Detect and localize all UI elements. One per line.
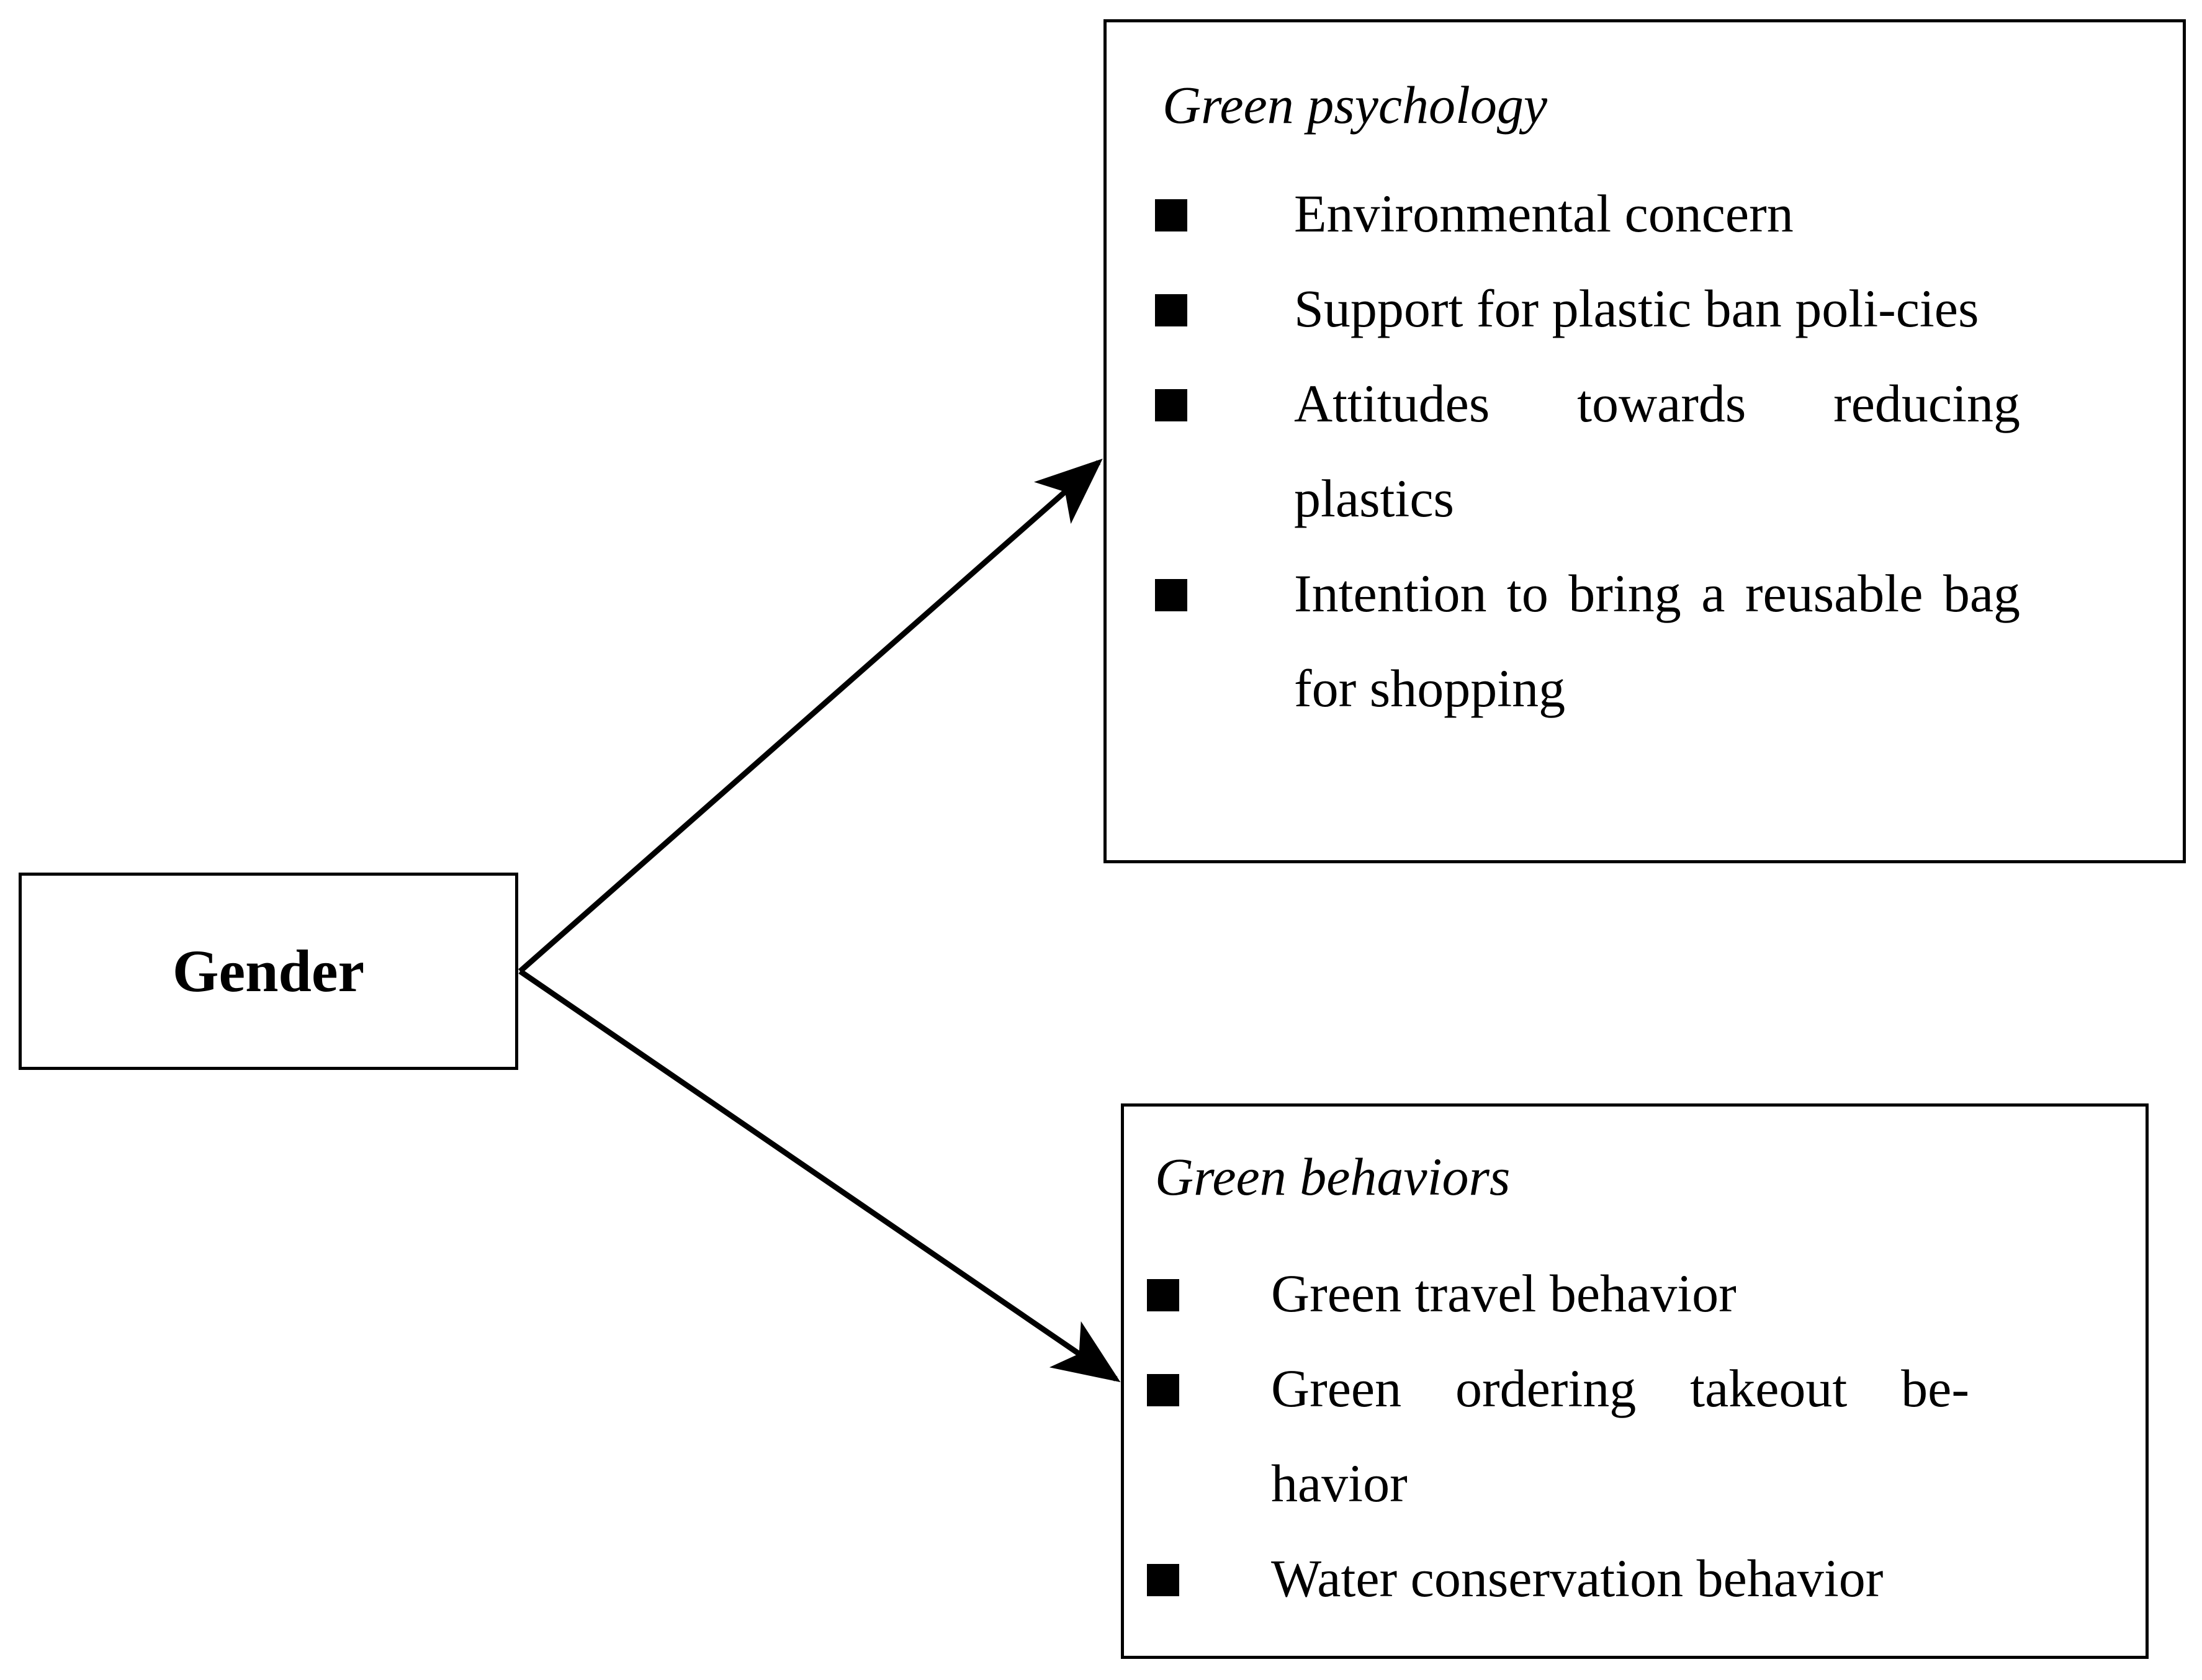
green-behaviors-box: Green behaviors Green travel behavior Gr… <box>1121 1103 2149 1659</box>
list-item-text: Support for plastic ban poli-cies <box>1294 279 1979 338</box>
list-item-text: Environmental concern <box>1294 184 1794 243</box>
list-item-text: Intention to bring a reusable bag for sh… <box>1294 564 2020 718</box>
square-bullet-icon <box>1155 199 1187 231</box>
green-behaviors-title: Green behaviors <box>1155 1147 1511 1206</box>
green-psychology-title: Green psychology <box>1162 75 1548 135</box>
list-item-text: Green ordering takeout be-havior <box>1271 1359 1969 1513</box>
list-item: Green travel behavior <box>1147 1246 1969 1341</box>
list-item: Intention to bring a reusable bag for sh… <box>1155 546 2020 736</box>
list-item-text: Attitudes towards reducing plastics <box>1294 374 2020 528</box>
arrow-to-green-psychology <box>518 459 1103 974</box>
square-bullet-icon <box>1147 1564 1179 1596</box>
list-item: Support for plastic ban poli-cies <box>1155 261 2020 356</box>
green-behaviors-list: Green travel behavior Green ordering tak… <box>1147 1246 1969 1626</box>
list-item: Attitudes towards reducing plastics <box>1155 356 2020 546</box>
list-item-text: Green travel behavior <box>1271 1264 1737 1323</box>
gender-label: Gender <box>172 938 365 1004</box>
square-bullet-icon <box>1155 294 1187 326</box>
list-item: Green ordering takeout be-havior <box>1147 1341 1969 1531</box>
list-item: Environmental concern <box>1155 166 2020 261</box>
square-bullet-icon <box>1147 1279 1179 1311</box>
list-item: Water conservation behavior <box>1147 1531 1969 1626</box>
list-item-text: Water conservation behavior <box>1271 1548 1884 1608</box>
square-bullet-icon <box>1155 389 1187 421</box>
square-bullet-icon <box>1155 579 1187 611</box>
green-psychology-list: Environmental concern Support for plasti… <box>1155 166 2020 736</box>
square-bullet-icon <box>1147 1374 1179 1406</box>
green-psychology-box: Green psychology Environmental concern S… <box>1103 19 2186 863</box>
gender-node: Gender <box>19 873 518 1070</box>
arrow-to-green-behaviors <box>518 969 1121 1383</box>
